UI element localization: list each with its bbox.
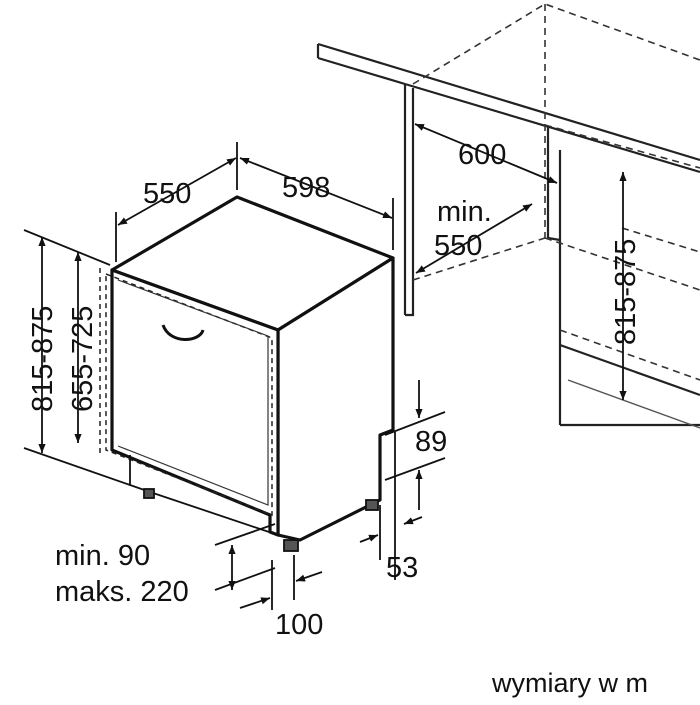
label-door-offset-min: min. 90 [55, 540, 150, 572]
dimension-labels: 550 598 600 min. 550 815-875 815-875 655… [27, 139, 648, 698]
label-niche-width: 600 [458, 139, 506, 171]
dishwasher-body [110, 195, 395, 542]
label-appliance-height: 655-725 [67, 306, 99, 412]
label-plinth-gap: 53 [386, 552, 418, 584]
label-total-height: 815-875 [27, 306, 59, 412]
front-panel-edge [117, 279, 269, 506]
label-front-offset: 100 [275, 609, 323, 641]
label-width: 598 [282, 172, 330, 204]
label-door-offset-max: maks. 220 [55, 576, 189, 608]
dimension-lines [23, 123, 627, 610]
label-niche-height: 815-875 [610, 239, 642, 345]
niche-outline-dashed [412, 3, 700, 381]
units-caption: wymiary w m [491, 668, 648, 698]
label-plinth-height: 89 [415, 426, 447, 458]
door-handle [161, 324, 205, 341]
label-depth: 550 [143, 178, 191, 210]
plinth-area [129, 455, 379, 552]
kitchen-niche [316, 42, 700, 429]
label-niche-depth-value: 550 [434, 230, 482, 262]
label-niche-depth-min: min. [437, 196, 492, 228]
